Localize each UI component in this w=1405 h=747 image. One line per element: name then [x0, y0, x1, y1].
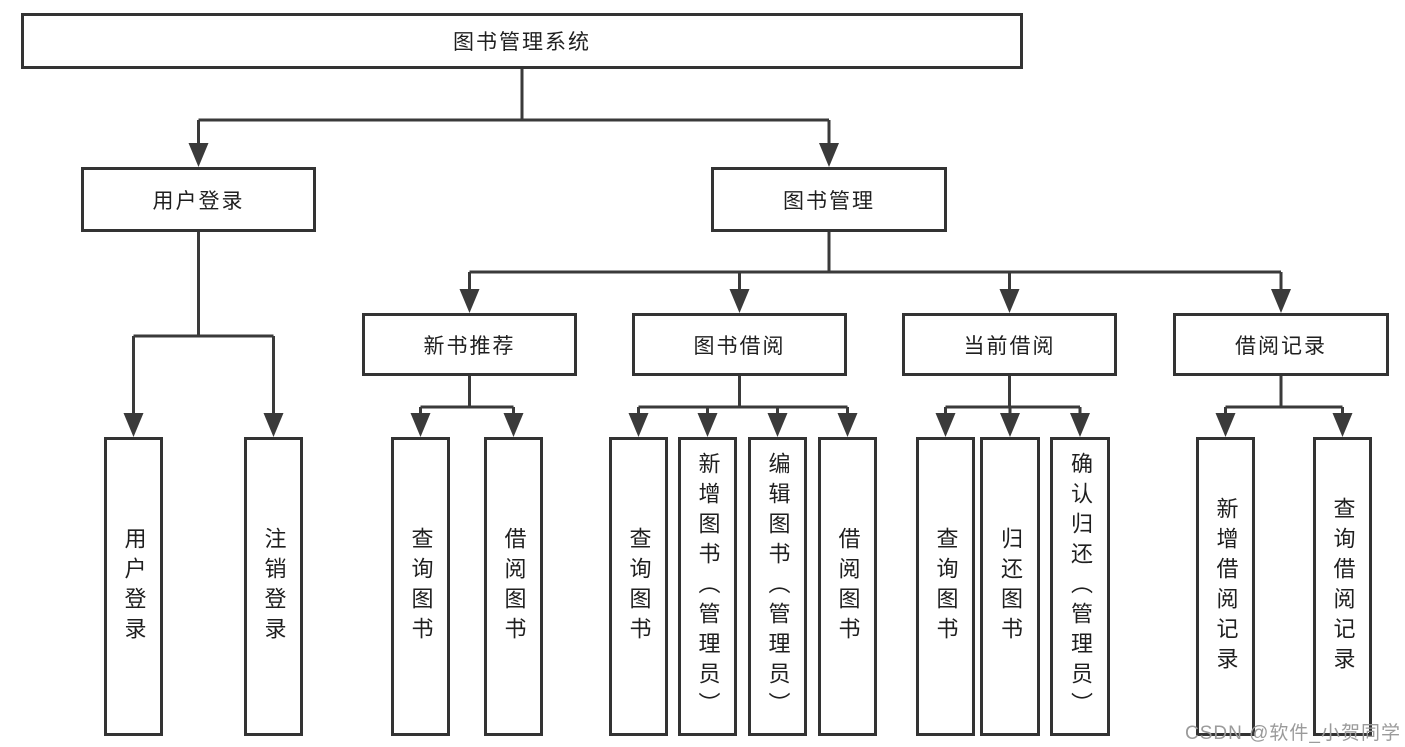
node-user-login-label: 用户登录	[152, 189, 245, 213]
leaf-edit-book-admin-label: 编辑图书（管理员）	[765, 451, 791, 722]
leaf-borrow-books-recommend: 借阅图书	[484, 437, 543, 736]
leaf-confirm-return-admin-label: 确认归还（管理员）	[1068, 451, 1093, 722]
leaf-user-login-label: 用户登录	[121, 526, 147, 647]
node-current-borrow-label: 当前借阅	[963, 334, 1056, 358]
arrowhead	[999, 289, 1020, 313]
leaf-query-books-current: 查询图书	[916, 437, 975, 736]
node-borrow-records-label: 借阅记录	[1235, 334, 1327, 358]
arrowhead	[767, 413, 788, 437]
arrowhead	[410, 413, 431, 437]
node-book-management-label: 图书管理	[783, 189, 875, 213]
arrowhead	[628, 413, 649, 437]
arrowhead	[188, 143, 209, 167]
leaf-borrow-books: 借阅图书	[818, 437, 877, 736]
leaf-edit-book-admin: 编辑图书（管理员）	[748, 437, 807, 736]
leaf-logout: 注销登录	[244, 437, 303, 736]
arrowhead	[935, 413, 956, 437]
arrowhead	[697, 413, 718, 437]
node-book-management: 图书管理	[711, 167, 947, 232]
arrowhead	[819, 143, 839, 167]
leaf-confirm-return-admin: 确认归还（管理员）	[1050, 437, 1110, 736]
arrowhead	[837, 413, 858, 437]
leaf-query-borrow-record-label: 查询借阅记录	[1330, 496, 1356, 677]
leaf-add-book-admin-label: 新增图书（管理员）	[695, 451, 721, 722]
arrowhead	[1271, 289, 1291, 313]
connector-book-management-branch	[459, 232, 1291, 313]
leaf-add-borrow-record-label: 新增借阅记录	[1213, 496, 1239, 677]
node-root-system-label: 图书管理系统	[453, 31, 591, 54]
connector-book-borrow-branch	[628, 376, 858, 437]
node-current-borrow: 当前借阅	[902, 313, 1117, 376]
leaf-query-books-recommend-label: 查询图书	[408, 526, 434, 647]
arrowhead	[1332, 413, 1353, 437]
leaf-query-books-current-label: 查询图书	[933, 526, 959, 647]
leaf-query-borrow-record: 查询借阅记录	[1313, 437, 1372, 736]
node-book-borrow-label: 图书借阅	[693, 334, 786, 358]
node-new-book-recommend-label: 新书推荐	[423, 334, 516, 358]
leaf-return-book: 归还图书	[980, 437, 1040, 736]
connector-borrow-records-branch	[1215, 376, 1353, 437]
arrowhead	[459, 289, 480, 313]
arrowhead	[503, 413, 524, 437]
arrowhead	[1000, 413, 1020, 437]
leaf-borrow-books-recommend-label: 借阅图书	[501, 526, 527, 647]
leaf-add-borrow-record: 新增借阅记录	[1196, 437, 1255, 736]
connector-new-book-branch	[410, 376, 524, 437]
leaf-logout-label: 注销登录	[261, 526, 287, 647]
leaf-user-login: 用户登录	[104, 437, 163, 736]
node-user-login: 用户登录	[81, 167, 316, 232]
node-book-borrow: 图书借阅	[632, 313, 847, 376]
node-root-system: 图书管理系统	[21, 13, 1023, 69]
leaf-query-books-borrow-label: 查询图书	[626, 526, 652, 647]
node-borrow-records: 借阅记录	[1173, 313, 1389, 376]
leaf-return-book-label: 归还图书	[998, 526, 1023, 647]
arrowhead	[1070, 413, 1090, 437]
leaf-add-book-admin: 新增图书（管理员）	[678, 437, 737, 736]
arrowhead	[263, 413, 284, 437]
connector-user-login-branch	[123, 232, 284, 437]
leaf-borrow-books-label: 借阅图书	[835, 526, 861, 647]
arrowhead	[729, 289, 750, 313]
arrowhead	[123, 413, 144, 437]
connector-current-borrow-branch	[935, 376, 1090, 437]
node-new-book-recommend: 新书推荐	[362, 313, 577, 376]
leaf-query-books-borrow: 查询图书	[609, 437, 668, 736]
arrowhead	[1215, 413, 1236, 437]
leaf-query-books-recommend: 查询图书	[391, 437, 450, 736]
csdn-watermark: CSDN @软件_小贺同学	[1185, 723, 1401, 744]
connector-root-branch	[188, 69, 839, 167]
